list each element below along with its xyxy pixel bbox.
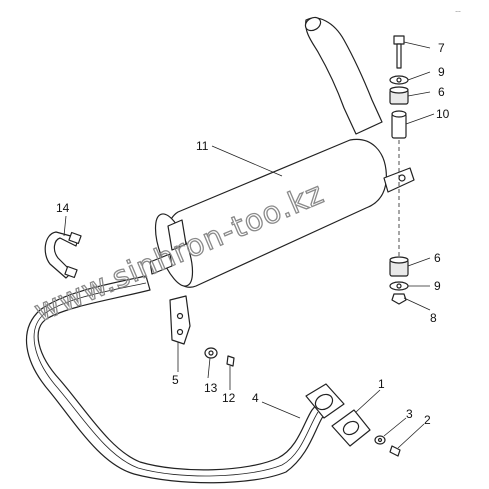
callout-1: 1 <box>378 377 385 391</box>
u-bolt <box>44 231 82 279</box>
lower-nut <box>391 293 407 305</box>
leader-lines <box>63 41 435 449</box>
bolt-head <box>393 35 405 45</box>
lower-mount-stack <box>389 256 409 305</box>
callout-5: 5 <box>172 373 179 387</box>
callout-6: 6 <box>438 85 445 99</box>
callout-14: 14 <box>56 201 70 215</box>
callout-13: 13 <box>204 381 218 395</box>
corner-mark: … <box>455 8 461 14</box>
gasket <box>331 409 371 447</box>
callout-9-lower: 9 <box>434 279 441 293</box>
pipe-flange <box>305 383 345 419</box>
flange-bolt <box>389 445 401 457</box>
callout-9: 9 <box>438 65 445 79</box>
exhaust-pipe <box>26 275 335 484</box>
flange-fasteners <box>374 435 401 457</box>
bolt-shank <box>396 43 402 69</box>
callout-10: 10 <box>436 107 450 121</box>
callout-11: 11 <box>196 139 209 153</box>
callouts: 7 9 6 10 11 14 6 9 8 5 13 12 4 1 3 2 <box>56 41 450 427</box>
bracket-bolt <box>226 355 235 367</box>
callout-6-lower: 6 <box>434 251 441 265</box>
upper-mount-stack <box>389 35 409 256</box>
hanger-bracket <box>169 295 235 367</box>
callout-8: 8 <box>430 311 437 325</box>
tail-pipe <box>304 16 383 135</box>
callout-4: 4 <box>252 391 259 405</box>
callout-7: 7 <box>438 41 445 55</box>
callout-3: 3 <box>406 407 413 421</box>
callout-12: 12 <box>222 391 236 405</box>
muffler <box>149 138 415 288</box>
callout-2: 2 <box>424 413 431 427</box>
